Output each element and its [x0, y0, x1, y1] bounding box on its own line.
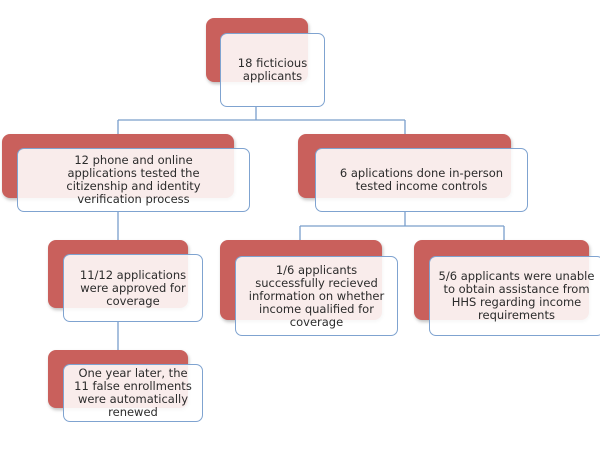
node-unable-box: 5/6 applicants were unable to obtain ass… — [429, 256, 600, 336]
node-approved-box: 11/12 applications were approved for cov… — [63, 254, 203, 322]
node-unable-text: 5/6 applicants were unable to obtain ass… — [438, 269, 595, 322]
node-root-text: 18 ficticious applicants — [237, 56, 308, 83]
node-received-info-text: 1/6 applicants successfully recieved inf… — [248, 262, 385, 329]
node-renewed-text: One year later, the 11 false enrollments… — [74, 366, 192, 419]
node-in-person-box: 6 aplications done in-person tested inco… — [315, 148, 528, 212]
node-renewed-box: One year later, the 11 false enrollments… — [63, 364, 203, 422]
node-root-box: 18 ficticious applicants — [220, 33, 325, 107]
node-phone-online-text: 12 phone and online applications tested … — [66, 153, 201, 206]
node-received-info-box: 1/6 applicants successfully recieved inf… — [235, 256, 398, 336]
node-in-person-text: 6 aplications done in-person tested inco… — [339, 166, 504, 193]
node-approved-text: 11/12 applications were approved for cov… — [79, 267, 187, 308]
node-phone-online-box: 12 phone and online applications tested … — [17, 148, 250, 212]
